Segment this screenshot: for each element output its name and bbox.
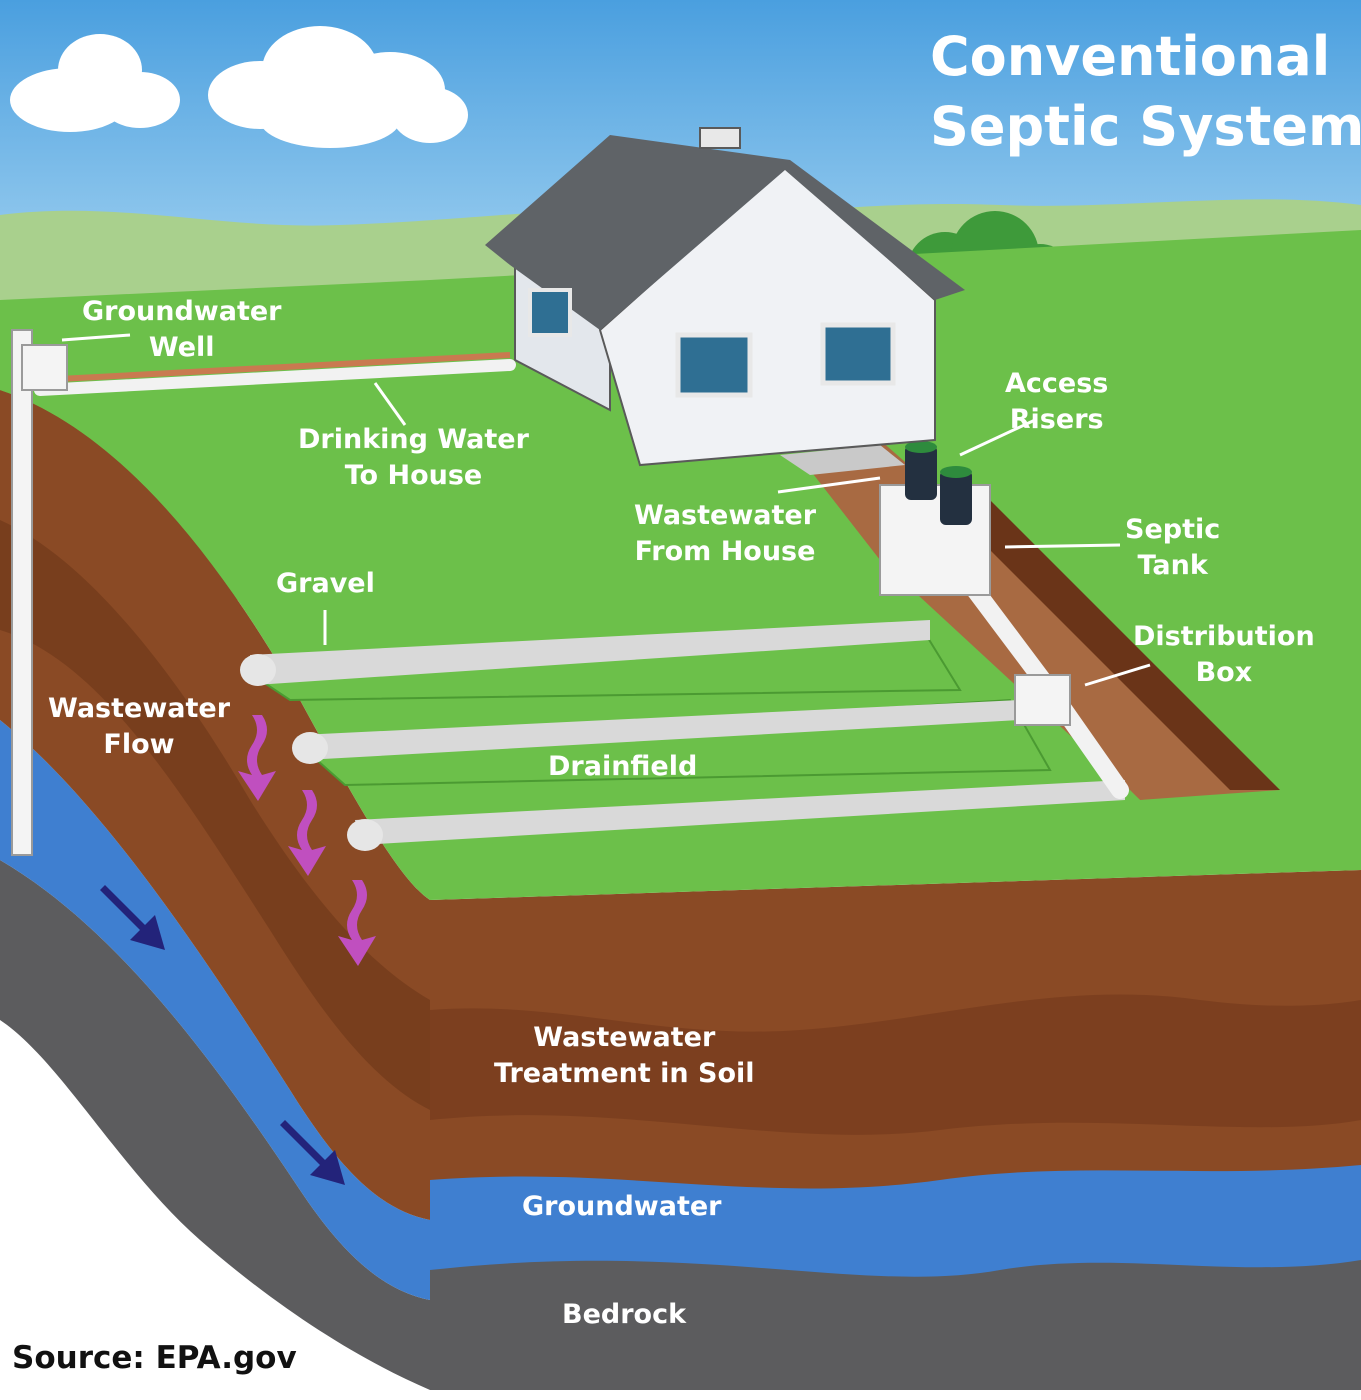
drainfield-row-1 xyxy=(240,620,962,702)
leader-lines xyxy=(61,333,1151,687)
label-drinking-water: Drinking Water To House xyxy=(298,424,529,491)
label-wastewater-from-house: Wastewater From House xyxy=(634,500,817,567)
soil-front-band xyxy=(430,994,1361,1135)
well-pipe xyxy=(11,329,33,856)
label-groundwater: Groundwater xyxy=(522,1191,722,1222)
bedrock-left-face xyxy=(0,860,430,1390)
label-wastewater-flow: Wastewater Flow xyxy=(48,693,231,760)
label-access-risers: Access Risers xyxy=(1005,368,1109,435)
label-septic-tank: Septic Tank xyxy=(1125,514,1221,581)
cloud-right xyxy=(208,26,468,148)
septic-trench-wall xyxy=(960,500,1280,790)
source-credit: Source: EPA.gov xyxy=(12,1340,297,1376)
diagram-title: Conventional Septic System xyxy=(930,22,1361,162)
drinking-water-pipe xyxy=(34,359,516,396)
cloud-left xyxy=(10,34,180,132)
label-treatment-in-soil: Wastewater Treatment in Soil xyxy=(494,1022,755,1089)
wastewater-flow-arrows xyxy=(238,715,376,966)
well-cap xyxy=(21,344,68,391)
label-groundwater-well: Groundwater Well xyxy=(82,296,282,363)
soil-left-band xyxy=(0,520,430,1110)
label-gravel: Gravel xyxy=(276,568,375,599)
distribution-box xyxy=(1014,674,1071,726)
house xyxy=(485,127,965,467)
drainfield-row-2 xyxy=(292,698,1052,787)
soil-front-face xyxy=(430,870,1361,1189)
drainfield-row-3 xyxy=(347,780,1140,851)
groundwater-flow-arrows xyxy=(100,885,345,1185)
label-distribution-box: Distribution Box xyxy=(1133,621,1315,688)
label-drainfield: Drainfield xyxy=(548,751,698,782)
groundwater-left-face xyxy=(0,720,430,1300)
groundwater-front-face xyxy=(430,1160,1361,1277)
walkway xyxy=(780,445,905,475)
septic-tank xyxy=(879,441,991,596)
label-bedrock: Bedrock xyxy=(562,1299,687,1330)
title-line-2: Septic System xyxy=(930,95,1361,158)
title-line-1: Conventional xyxy=(930,25,1331,88)
